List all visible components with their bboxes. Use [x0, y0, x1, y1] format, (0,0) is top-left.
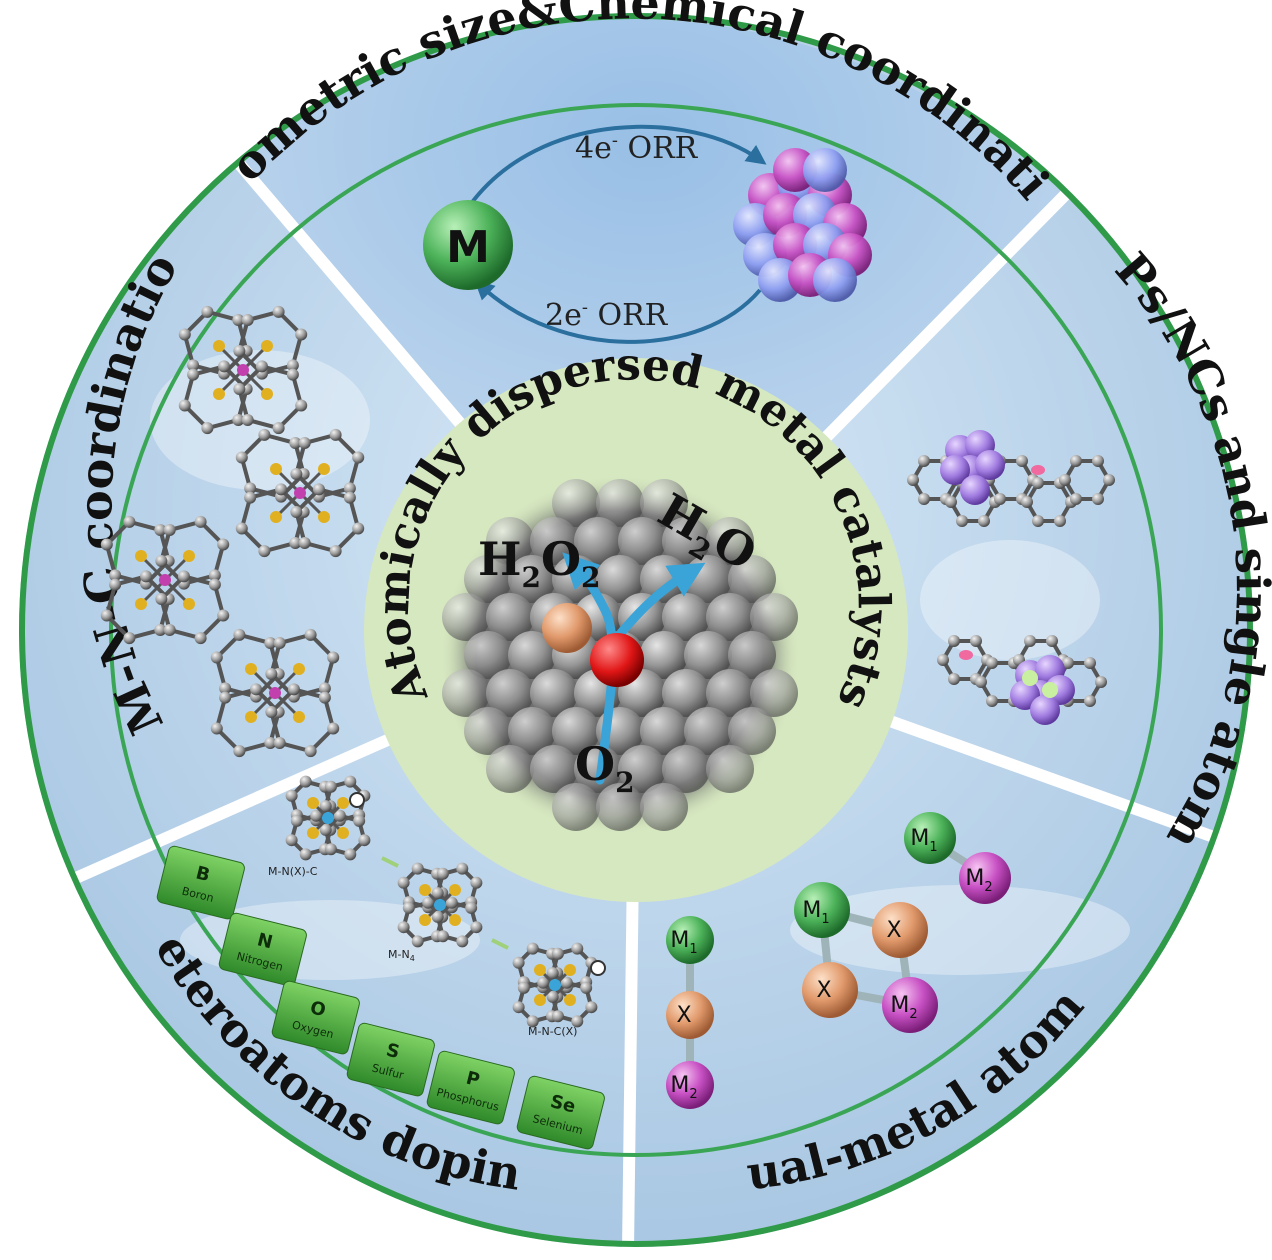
dual-m2-ball-c: M2: [882, 977, 938, 1033]
svg-text:O: O: [308, 997, 328, 1021]
svg-text:P: P: [464, 1068, 482, 1092]
top-segment-fill: [236, 19, 1060, 630]
dual-m2-ball-b: M2: [666, 1061, 714, 1109]
svg-text:X: X: [816, 978, 831, 1003]
h2o2-label: H2O2: [478, 532, 601, 594]
np-nc-structures: [907, 430, 1115, 725]
o2-label: O2: [575, 737, 635, 799]
svg-text:B: B: [194, 862, 212, 886]
dual-m1-ball-c: M1: [794, 882, 850, 938]
mncx-label: M-N-C(X): [528, 1025, 577, 1038]
dual-x-ball-c1: X: [872, 902, 928, 958]
orr-4e-label: 4e- ORR: [575, 130, 699, 166]
dual-x-ball-b: X: [666, 991, 714, 1039]
outer-ring: [19, 13, 1253, 1247]
orr-cycle: M 4e- ORR 2e- ORR: [423, 124, 872, 344]
metal-atom-label: M: [446, 222, 490, 273]
mnxc-label: M-N(X)-C: [268, 865, 318, 878]
reaction-arrows: [562, 552, 706, 785]
svg-text:X: X: [676, 1003, 691, 1028]
dopant-structures: [285, 775, 606, 1028]
oxygen-atom: [590, 633, 644, 687]
nanocluster-icon: [733, 148, 872, 302]
reactive-metal-atom: [542, 603, 592, 653]
orr-2e-label: 2e- ORR: [545, 297, 669, 333]
mnc-molecules: [100, 305, 365, 758]
dual-x-ball-c2: X: [802, 962, 858, 1018]
watermark: 知乎 @欧哥爱科研: [930, 1191, 1213, 1231]
metal-atom-icon: [423, 200, 513, 290]
dual-m1-ball-b: M1: [666, 916, 714, 964]
svg-text:N: N: [255, 929, 275, 953]
dual-m2-ball-a: M2: [959, 852, 1011, 904]
mn4-label: M-N4: [388, 948, 415, 963]
svg-text:X: X: [886, 918, 901, 943]
inner-ring: [109, 103, 1163, 1157]
dual-m1-ball-a: M1: [904, 812, 956, 864]
svg-text:S: S: [384, 1040, 402, 1064]
